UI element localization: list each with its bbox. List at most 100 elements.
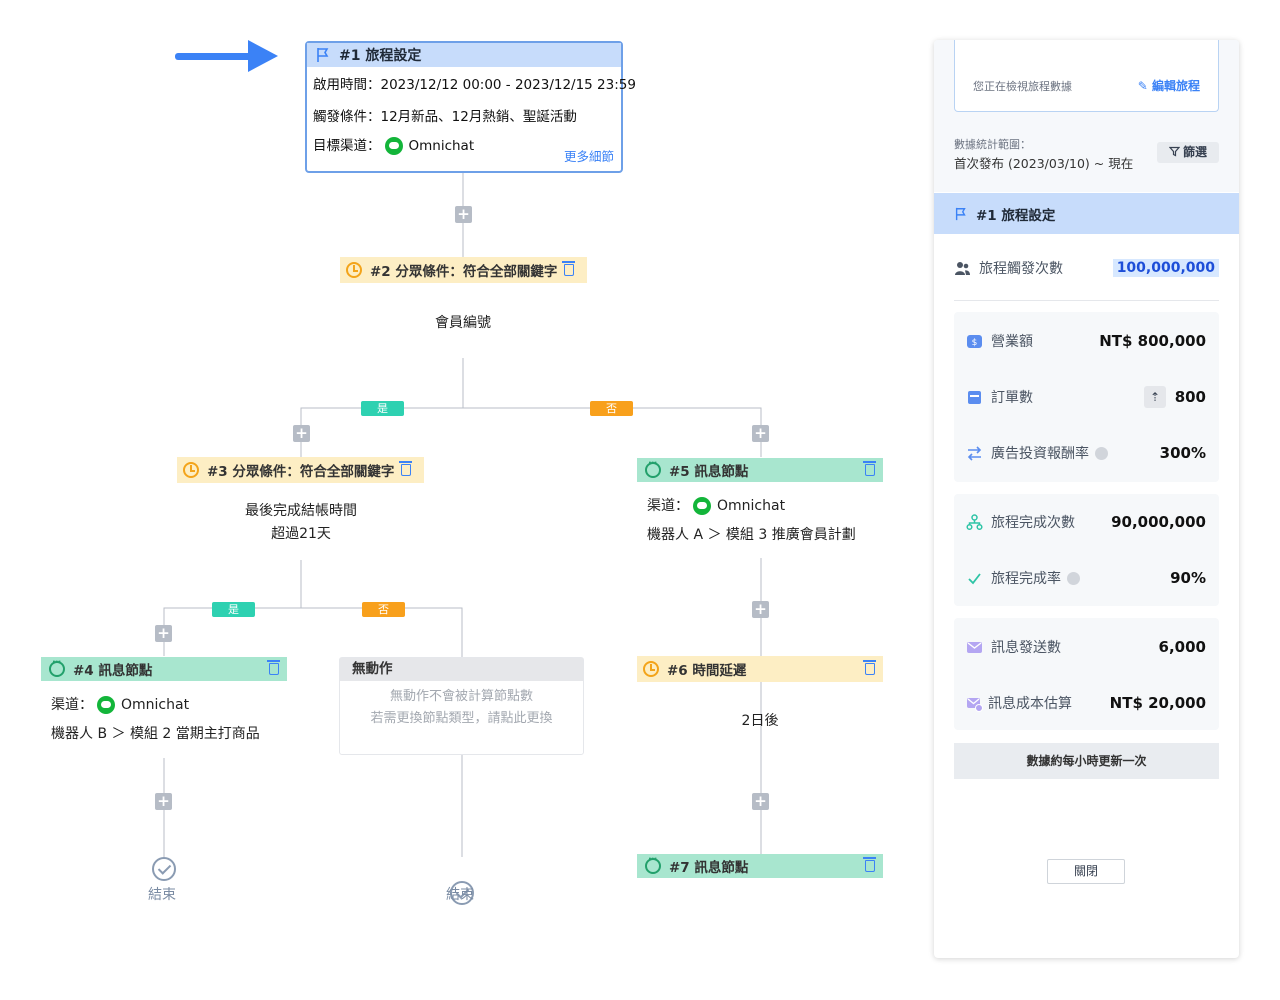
flag-icon (317, 48, 329, 62)
panel-top: 您正在檢視旅程數據 ✎ 編輯旅程 數據統計範圍： 首次發布 (2023/03/1… (934, 40, 1239, 192)
chat-icon (49, 657, 65, 677)
sales-stats-card: $ 營業額 NT$ 800,000 訂單數 800 ⇡ 廣告投資報酬率 300% (954, 312, 1219, 482)
add-node-button[interactable]: + (752, 793, 769, 810)
node3-detail-line2: 超過21天 (271, 526, 331, 542)
trigger-text: 觸發條件：12月新品、12月熱銷、聖誕活動 (313, 109, 577, 125)
stat-row: 旅程完成次數 90,000,000 (966, 510, 1206, 534)
trash-icon[interactable] (863, 660, 876, 675)
trash-icon[interactable] (863, 461, 876, 476)
end-check-icon (450, 881, 474, 905)
check-icon (968, 572, 981, 584)
node-title: #1 旅程設定 (339, 48, 422, 64)
node-message-7[interactable]: #7 訊息節點 (637, 854, 883, 878)
node-title: #4 訊息節點 (73, 663, 153, 679)
node3-detail-line1: 最後完成結帳時間 (245, 503, 357, 519)
clock-icon (643, 661, 659, 677)
node-message-4[interactable]: #4 訊息節點 (41, 657, 287, 681)
stat-row: 廣告投資報酬率 300% (966, 441, 1206, 465)
trigger-count-row: 旅程觸發次數 100,000,000 (954, 256, 1219, 280)
divider (954, 300, 1219, 301)
dollar-icon: $ (967, 334, 982, 348)
node-title: 無動作 (340, 658, 583, 681)
close-button[interactable]: 關閉 (1047, 859, 1125, 884)
completion-stats-card: 旅程完成次數 90,000,000 旅程完成率 90% (954, 494, 1219, 606)
trash-icon[interactable] (562, 261, 576, 276)
journey-stats-panel: 您正在檢視旅程數據 ✎ 編輯旅程 數據統計範圍： 首次發布 (2023/03/1… (934, 40, 1239, 958)
channel-name: Omnichat (408, 138, 475, 154)
add-node-button[interactable]: + (455, 206, 472, 223)
mail-icon (967, 641, 982, 653)
line-icon (97, 696, 115, 714)
stat-row: 訊息發送數 6,000 (966, 635, 1206, 659)
stat-row: 訊息成本估算 NT$ 20,000 (966, 691, 1206, 715)
node-journey-setting[interactable]: #1 旅程設定 啟用時間：2023/12/12 00:00 - 2023/12/… (305, 41, 636, 173)
add-node-button[interactable]: + (155, 625, 172, 642)
channel-name: Omnichat (717, 498, 786, 514)
stat-row: 旅程完成率 90% (966, 566, 1206, 590)
range-label: 數據統計範圍： (954, 138, 1031, 151)
channel-label: 渠道： (51, 697, 93, 713)
node-journey-setting-header: #1 旅程設定 (307, 43, 621, 67)
add-node-button[interactable]: + (752, 601, 769, 618)
node-title: #6 時間延遲 (667, 663, 747, 679)
panel-node-header: #1 旅程設定 (934, 193, 1239, 234)
viewing-hint: 您正在檢視旅程數據 (973, 80, 1072, 93)
chat-icon (645, 458, 661, 478)
clock-icon (183, 462, 199, 478)
no-branch-label: 否 (362, 602, 405, 617)
node2-detail: 會員編號 (435, 315, 491, 331)
stat-row: $ 營業額 NT$ 800,000 (966, 329, 1206, 353)
filter-button[interactable]: 篩選 (1157, 142, 1219, 163)
node6-detail: 2日後 (741, 713, 779, 729)
no-action-line1: 無動作不會被計算節點數 (389, 689, 533, 704)
blue-arrow (175, 40, 278, 72)
no-branch-label: 否 (590, 401, 633, 416)
node-time-delay-6[interactable]: #6 時間延遲 (637, 656, 883, 682)
message-stats-card: 訊息發送數 6,000 訊息成本估算 NT$ 20,000 (954, 618, 1219, 730)
add-node-button[interactable]: + (155, 793, 172, 810)
start-time-text: 啟用時間：2023/12/12 00:00 - 2023/12/15 23:59 (313, 77, 636, 93)
trash-icon[interactable] (399, 461, 413, 476)
end-label: 結束 (148, 887, 176, 903)
trash-icon[interactable] (267, 660, 280, 675)
channel-label: 渠道： (647, 498, 689, 514)
svg-text:$: $ (972, 338, 978, 348)
yes-branch-label: 是 (212, 602, 255, 617)
yes-branch-label: 是 (361, 401, 404, 416)
trigger-value: 100,000,000 (1112, 259, 1219, 277)
clock-icon (346, 262, 362, 278)
stat-row: 訂單數 800 ⇡ (966, 385, 1206, 409)
edit-journey-button[interactable]: ✎ 編輯旅程 (1137, 79, 1200, 93)
chat-icon (645, 854, 661, 874)
end-check-icon (152, 857, 176, 881)
trash-icon[interactable] (863, 857, 876, 872)
node4-detail: 機器人 B ＞ 模組 2 當期主打商品 (51, 726, 260, 742)
no-action-line2: 若需更換節點類型，請點此更換 (370, 711, 553, 726)
channel-name: Omnichat (121, 697, 190, 713)
node-title: #3 分眾條件：符合全部關鍵字 (207, 464, 395, 480)
users-icon (955, 261, 970, 275)
viewing-notice: 您正在檢視旅程數據 ✎ 編輯旅程 (954, 40, 1219, 112)
node-title: #7 訊息節點 (669, 860, 749, 876)
upload-icon[interactable]: ⇡ (1144, 386, 1166, 408)
node-no-action[interactable]: 無動作 無動作不會被計算節點數 若需更換節點類型，請點此更換 (339, 657, 584, 755)
exchange-icon (967, 445, 982, 461)
line-icon (693, 497, 711, 515)
filter-icon (1168, 146, 1181, 157)
info-icon[interactable] (1095, 446, 1108, 460)
add-node-button[interactable]: + (752, 425, 769, 442)
node-title: #2 分眾條件：符合全部關鍵字 (370, 264, 558, 280)
node-segment-condition-2[interactable]: #2 分眾條件：符合全部關鍵字 (340, 257, 587, 283)
end-label: 結束 (446, 887, 474, 903)
channel-label: 目標渠道： (313, 138, 381, 154)
line-icon (384, 137, 403, 155)
info-icon[interactable] (1067, 571, 1080, 585)
more-details-link[interactable]: 更多細節 (563, 149, 614, 164)
box-icon (968, 390, 981, 404)
node-message-5[interactable]: #5 訊息節點 (637, 458, 883, 482)
add-node-button[interactable]: + (293, 425, 310, 442)
range-value: 首次發布 (2023/03/10) ~ 現在 (954, 156, 1134, 171)
node-segment-condition-3[interactable]: #3 分眾條件：符合全部關鍵字 (177, 457, 424, 483)
trigger-label: 旅程觸發次數 (979, 261, 1063, 277)
pencil-icon: ✎ (1137, 79, 1152, 93)
